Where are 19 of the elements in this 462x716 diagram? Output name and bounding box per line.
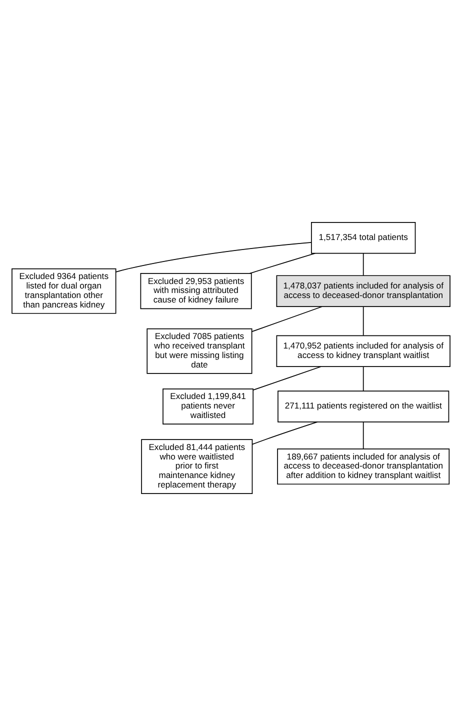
node-box: 189,667 patients included for analysis of access to deceased-donor transplantation after addition to kidney transplant waitlist: [277, 448, 450, 485]
connector: [362, 422, 364, 450]
connector: [362, 366, 364, 392]
node-box: 1,517,354 total patients: [311, 222, 416, 254]
node-box: 271,111 patients registered on the waitlist: [278, 390, 450, 422]
node-box: Excluded 81,444 patients who were waitlisted prior to first maintenance kidney replacement therapy: [141, 439, 253, 494]
node-box: 1,478,037 patients included for analysis of access to deceased-donor transplantation: [276, 275, 450, 307]
node-box: 1,470,952 patients included for analysis of access to kidney transplant waitlist: [276, 335, 450, 367]
connector: [252, 306, 322, 332]
node-box: Excluded 9364 patients listed for dual organ transplantation other than pancreas kidney: [12, 268, 116, 314]
node-box: Excluded 7085 patients who received transplant but were missing listing date: [146, 328, 252, 374]
connector: [249, 252, 316, 274]
connector: [362, 252, 364, 276]
connector: [252, 422, 318, 445]
node-box: Excluded 1,199,841 patients never waitlisted: [162, 388, 254, 424]
node-box: Excluded 29,953 patients with missing attributed cause of kidney failure: [140, 273, 252, 310]
connector: [252, 366, 322, 390]
connector: [116, 242, 312, 272]
connector: [362, 306, 364, 336]
